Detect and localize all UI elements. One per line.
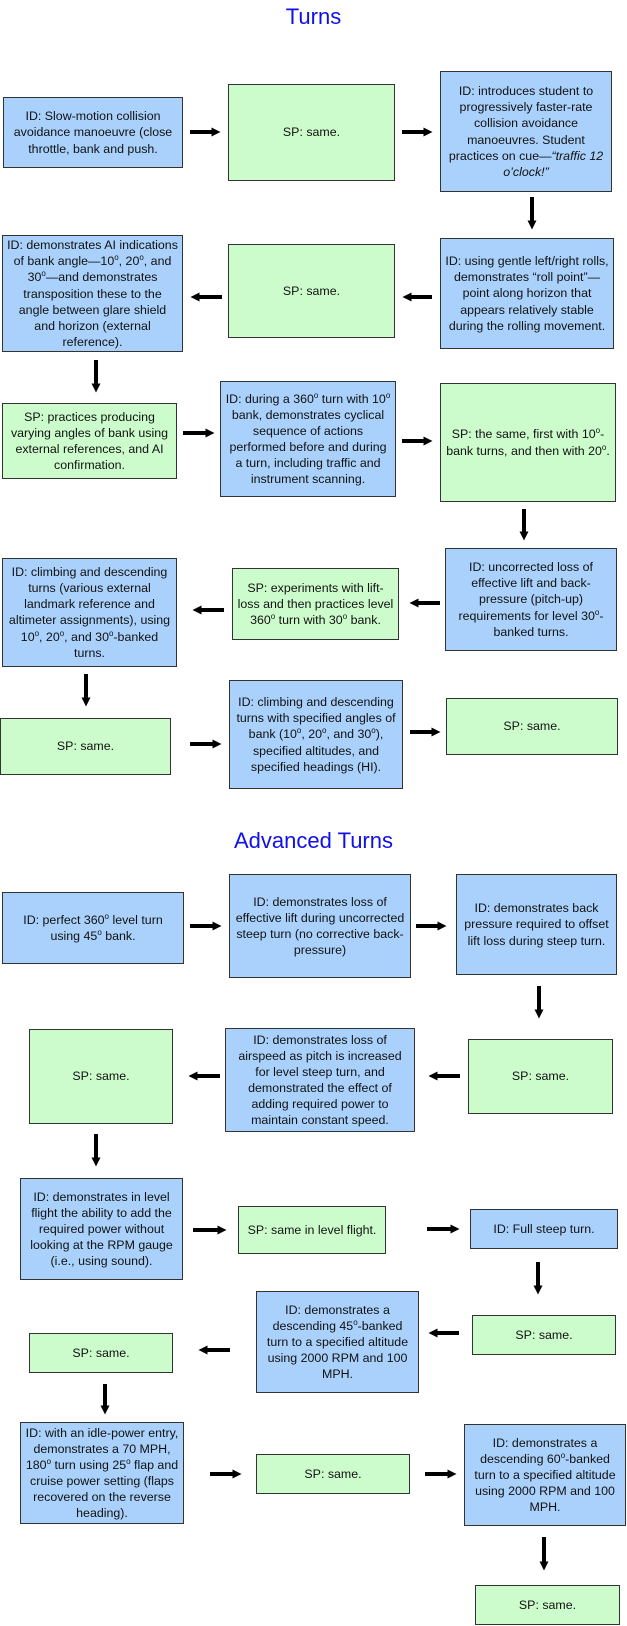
advanced-step-9: ID: Full steep turn. [470,1209,618,1249]
advanced-step-13: ID: with an idle-power entry, demonstrat… [20,1422,184,1524]
advanced-step-15: ID: demonstrates a descending 60o-banked… [464,1424,626,1526]
turns-step-15: SP: same. [446,698,618,755]
turns-step-7: SP: practices producing varying angles o… [2,403,177,479]
turns-step-9: SP: the same, first with 10o-bank turns,… [440,383,616,502]
advanced-step-4: SP: same. [468,1039,613,1114]
turns-step-6: ID: demonstrates AI indications of bank … [2,235,183,352]
advanced-step-1: ID: perfect 360o level turn using 45o ba… [2,892,184,964]
advanced-step-16: SP: same. [475,1585,620,1625]
advanced-step-10: SP: same. [472,1315,616,1355]
advanced-step-3: ID: demonstrates back pressure required … [456,874,617,975]
advanced-step-12: SP: same. [29,1333,173,1373]
turns-step-4: ID: using gentle left/right rolls, demon… [440,238,614,349]
advanced-step-14: SP: same. [256,1454,410,1494]
turns-step-12: ID: climbing and descending turns (vario… [2,558,177,667]
turns-step-2: SP: same. [228,84,395,181]
advanced-step-11: ID: demonstrates a descending 45o-banked… [256,1291,419,1393]
advanced-step-6: SP: same. [29,1029,173,1124]
turns-step-13: SP: same. [0,718,171,775]
turns-step-11: SP: experiments with lift-loss and then … [232,568,399,640]
turns-step-1: ID: Slow-motion collision avoidance mano… [3,97,183,168]
advanced-step-7: ID: demonstrates in level flight the abi… [20,1178,183,1280]
turns-step-8: ID: during a 360o turn with 10o bank, de… [220,381,396,497]
advanced-step-8: SP: same in level flight. [238,1206,386,1254]
turns-step-5: SP: same. [228,244,395,338]
turns-title: Turns [285,4,342,29]
advanced-step-2: ID: demonstrates loss of effective lift … [229,874,411,978]
advanced-turns-title: Advanced Turns [234,828,393,853]
turns-step-3: ID: introduces student to progressively … [440,71,612,192]
advanced-step-5: ID: demonstrates loss of airspeed as pit… [225,1028,415,1132]
turns-step-14: ID: climbing and descending turns with s… [229,680,403,789]
turns-step-10: ID: uncorrected loss of effective lift a… [445,548,617,651]
